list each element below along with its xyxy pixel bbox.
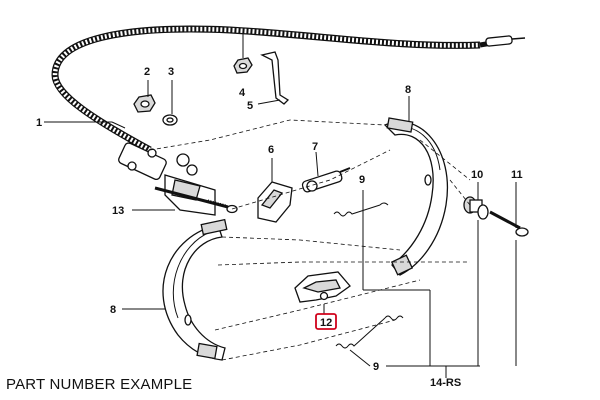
callout-9-bottom: 9: [373, 361, 379, 373]
callout-14-rs: 14-RS: [430, 377, 461, 389]
callout-8-left: 8: [110, 304, 116, 316]
caption-label: PART NUMBER EXAMPLE: [6, 376, 193, 393]
clip-and-nut: [233, 51, 290, 105]
callout-10: 10: [471, 169, 483, 181]
adjuster-parts: [257, 167, 351, 223]
brake-cable: [51, 25, 526, 181]
callout-9-top: 9: [359, 174, 365, 186]
callout-8-top: 8: [405, 84, 411, 96]
callout-12-highlight[interactable]: 12: [315, 313, 337, 330]
callout-3: 3: [168, 66, 174, 78]
callout-6: 6: [268, 144, 274, 156]
callout-4: 4: [239, 87, 246, 99]
callout-12: 12: [320, 317, 332, 329]
callout-11: 11: [511, 169, 523, 181]
brake-shoe-left: [162, 218, 228, 361]
part-12-strut: [294, 271, 351, 303]
leader-lines: [44, 30, 517, 378]
callout-5: 5: [247, 100, 253, 112]
callout-7: 7: [312, 141, 318, 153]
return-springs: [333, 202, 404, 349]
nut-and-washer: [133, 94, 178, 126]
callout-1: 1: [36, 117, 42, 129]
callout-2: 2: [144, 66, 150, 78]
callout-13: 13: [112, 205, 124, 217]
bushing-and-bolt: [463, 196, 529, 237]
lever-assembly: [154, 153, 238, 216]
brake-shoe-right: [383, 117, 448, 276]
